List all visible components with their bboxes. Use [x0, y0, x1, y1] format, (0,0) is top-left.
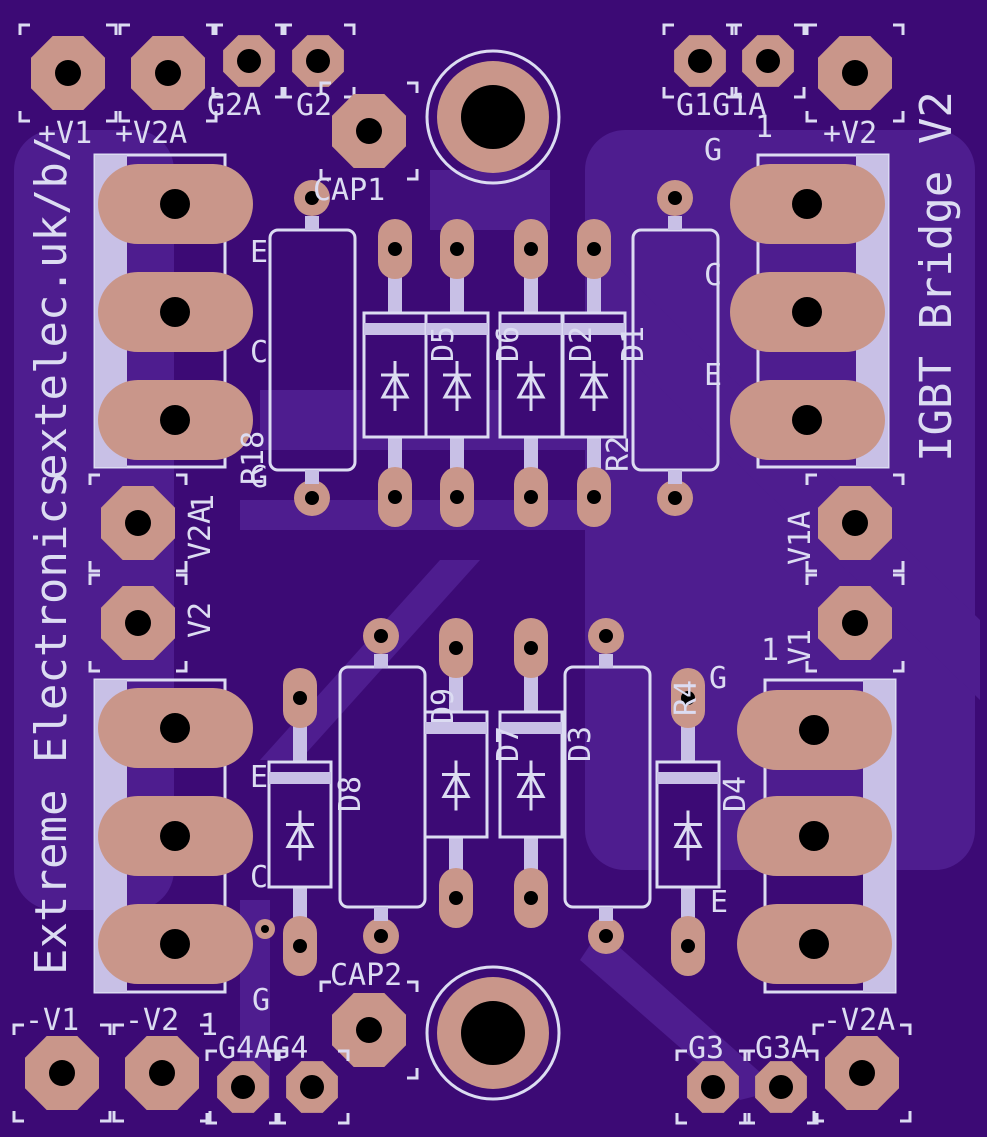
label-d6: D6 — [491, 326, 526, 362]
pad-minus-v1 — [12, 1023, 112, 1123]
pad-plus-v2 — [805, 23, 905, 123]
label-plus-v1: +V1 — [38, 116, 92, 151]
label-d2: D2 — [564, 326, 599, 362]
label-d8: D8 — [333, 776, 368, 812]
pad-v1a — [805, 473, 905, 573]
label-g4ag4: G4AG4 — [218, 1031, 308, 1066]
label-v2a: V2A — [183, 506, 218, 560]
label-r18: R18 — [236, 431, 271, 485]
pad-minus-v2 — [112, 1023, 212, 1123]
pad-v2 — [88, 573, 188, 673]
label-g-left-bottom: G — [252, 983, 270, 1018]
pad-g4 — [274, 1049, 350, 1125]
label-cap1: CAP1 — [313, 173, 385, 208]
label-c-left-top: C — [250, 335, 268, 370]
label-minus-v2: -V2 — [125, 1003, 179, 1038]
diode-d8 — [267, 668, 333, 976]
label-e-right-bottom: E — [710, 885, 728, 920]
pad-g4a — [205, 1049, 281, 1125]
label-one-v1: 1 — [761, 633, 779, 668]
pad-plus-v2a — [118, 23, 218, 123]
label-g2a: G2A — [207, 88, 261, 123]
copper-trace-diagonal — [600, 250, 980, 700]
diode-d5 — [362, 219, 428, 527]
pad-g3a — [743, 1049, 819, 1125]
label-v1a: V1A — [783, 511, 818, 565]
pad-v2a — [88, 473, 188, 573]
label-e-right-top: E — [704, 358, 722, 393]
diode-d7 — [498, 618, 564, 928]
copper-trace-bottom-right — [580, 930, 780, 1100]
diode-d6 — [498, 219, 564, 527]
copper-trace-mid-top — [260, 390, 720, 450]
label-d3: D3 — [563, 726, 598, 762]
label-v2: V2 — [183, 602, 218, 638]
label-extreme-electronics: Extreme Electronics — [26, 472, 77, 975]
label-one-bottom-left: 1 — [200, 1008, 218, 1043]
label-r4: R4 — [669, 680, 704, 716]
pad-g2 — [280, 23, 356, 99]
pad-cap2 — [319, 980, 419, 1080]
pad-g1a — [730, 23, 806, 99]
label-d5: D5 — [426, 326, 461, 362]
label-g3a: G3A — [755, 1031, 809, 1066]
label-website: extelec.uk/b/ — [26, 136, 77, 480]
pad-minus-v2a — [812, 1023, 912, 1123]
label-e-left-bottom: E — [250, 760, 268, 795]
pad-plus-v1 — [18, 23, 118, 123]
label-one-top-right: 1 — [755, 110, 773, 145]
label-v1: V1 — [783, 629, 818, 665]
label-r2: R2 — [601, 436, 636, 472]
diode-d9 — [423, 618, 489, 928]
label-g-top-right: G — [704, 133, 722, 168]
label-plus-v2: +V2 — [823, 116, 877, 151]
label-cap2: CAP2 — [330, 958, 402, 993]
mounting-hole-top — [425, 49, 561, 185]
diodes — [267, 219, 721, 976]
diode-d5b — [424, 219, 490, 527]
label-c-left-bottom: C — [250, 860, 268, 895]
label-igbt-bridge-v2: IGBT Bridge V2 — [911, 91, 962, 462]
label-g1g1a: G1G1A — [676, 88, 766, 123]
diode-d2 — [561, 219, 627, 527]
diode-d4 — [655, 668, 721, 976]
label-g3: G3 — [688, 1031, 724, 1066]
label-d7: D7 — [491, 726, 526, 762]
label-one-v2a: 1 — [186, 494, 221, 512]
label-d9: D9 — [426, 688, 461, 724]
label-c-right-top: C — [704, 258, 722, 293]
pad-g1 — [662, 23, 738, 99]
label-minus-v1: -V1 — [25, 1003, 79, 1038]
pad-cap1 — [319, 81, 419, 181]
label-g-left-top: G — [250, 460, 268, 495]
label-g2: G2 — [296, 88, 332, 123]
pad-g2a — [211, 23, 287, 99]
mounting-hole-bottom — [425, 965, 561, 1101]
label-e-left-top: E — [250, 235, 268, 270]
label-g-right-bottom: G — [709, 661, 727, 696]
label-d1: D1 — [616, 326, 651, 362]
pad-v1 — [805, 573, 905, 673]
label-d4: D4 — [718, 776, 753, 812]
label-minus-v2a: -V2A — [823, 1003, 895, 1038]
label-plus-v2a: +V2A — [115, 116, 187, 151]
header-pads — [12, 23, 912, 1125]
